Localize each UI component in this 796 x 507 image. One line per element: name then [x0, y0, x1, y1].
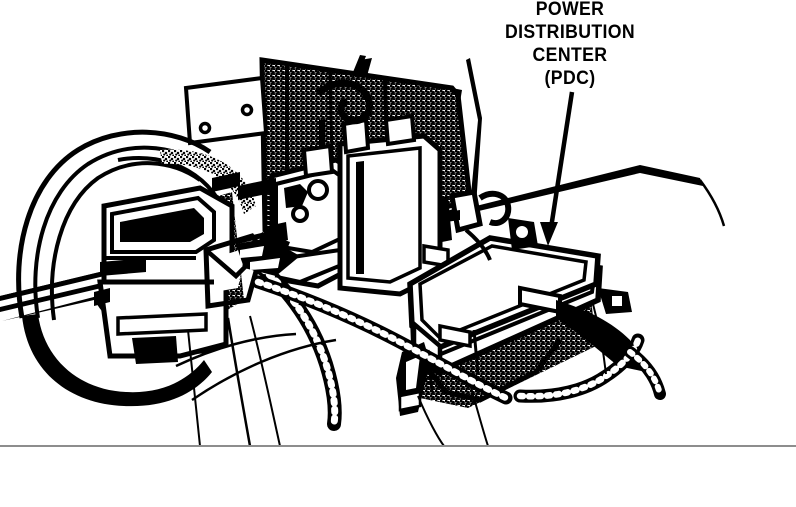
- connector-latch-bracket: [203, 233, 265, 309]
- pdc-lid-top-face: [418, 244, 588, 341]
- reservoir-neck: [301, 143, 335, 179]
- loom-hub-slot-b: [250, 258, 280, 270]
- thin-line-c: [249, 315, 281, 447]
- thin-line-g: [698, 179, 726, 227]
- pdc-latch-left: [438, 323, 472, 349]
- reservoir-front: [346, 146, 422, 284]
- pdc-bracket-slot: [406, 356, 420, 390]
- connector-clip-left: [94, 288, 110, 306]
- tower-shadow: [22, 314, 212, 407]
- connector-tab-left: [100, 258, 146, 276]
- horizontal-rule-divider: [0, 445, 796, 447]
- pdc-seam-b: [472, 329, 480, 375]
- thin-line-d: [417, 395, 445, 447]
- reservoir-hose-loop: [315, 79, 373, 125]
- pdc-callout-label: POWER DISTRIBUTION CENTER (PDC): [463, 0, 677, 90]
- corrugated-wiring-harness: [236, 232, 666, 431]
- mc-pushrod: [238, 178, 276, 200]
- reservoir-rib: [356, 161, 364, 274]
- loom-left-ribs: [244, 254, 339, 428]
- loom-mid-ribs: [254, 278, 510, 402]
- tower-arc-inner: [49, 161, 202, 321]
- thin-line-f: [591, 299, 607, 375]
- thin-line-b: [226, 317, 252, 447]
- background-thin-lines: [175, 179, 726, 447]
- harness-clip-set: [440, 189, 538, 261]
- leader-line: [548, 91, 575, 229]
- mc-port-c: [291, 205, 309, 223]
- callout-line-1: POWER: [535, 0, 605, 20]
- mc-rod-end: [212, 172, 240, 192]
- mounting-bracket: [183, 75, 269, 146]
- reservoir-cap-left: [341, 117, 371, 155]
- bracket-hole-left: [198, 121, 212, 135]
- callout-leader: [540, 91, 575, 246]
- callout-line-2: DISTRIBUTION: [504, 22, 636, 43]
- pdc-bracket-hole: [398, 390, 422, 412]
- callout-line-4: (PDC): [544, 68, 596, 89]
- clip-right-hole: [516, 226, 528, 238]
- mc-port-b: [307, 179, 329, 201]
- bracket-plate: [183, 75, 269, 146]
- relay-connector-block: [94, 185, 235, 364]
- thin-arc-b: [191, 338, 337, 402]
- bracket-hole-right: [240, 103, 254, 117]
- connector-lower-slot: [116, 312, 208, 336]
- connector-foot: [132, 336, 178, 364]
- clip-wire: [464, 228, 492, 261]
- clip-loop: [478, 190, 512, 226]
- thin-line-e: [469, 383, 489, 447]
- thin-line-a: [187, 329, 201, 447]
- connector-slot: [120, 208, 204, 242]
- tower-arc-outer: [16, 129, 212, 319]
- callout-line-3: CENTER: [532, 45, 608, 66]
- mc-port-a: [284, 184, 308, 208]
- thin-arc-a: [175, 332, 297, 368]
- pdc-base-outline: [412, 338, 562, 403]
- loom-branch-up: [258, 232, 290, 252]
- reservoir-cap-right: [383, 113, 417, 147]
- loom-tail-ribs: [627, 349, 663, 397]
- leader-arrowhead: [540, 222, 558, 246]
- clip-post: [440, 196, 452, 242]
- cable-block-hole: [612, 296, 622, 306]
- latch-frame: [203, 233, 265, 309]
- loom-hub-slot-a: [240, 246, 264, 258]
